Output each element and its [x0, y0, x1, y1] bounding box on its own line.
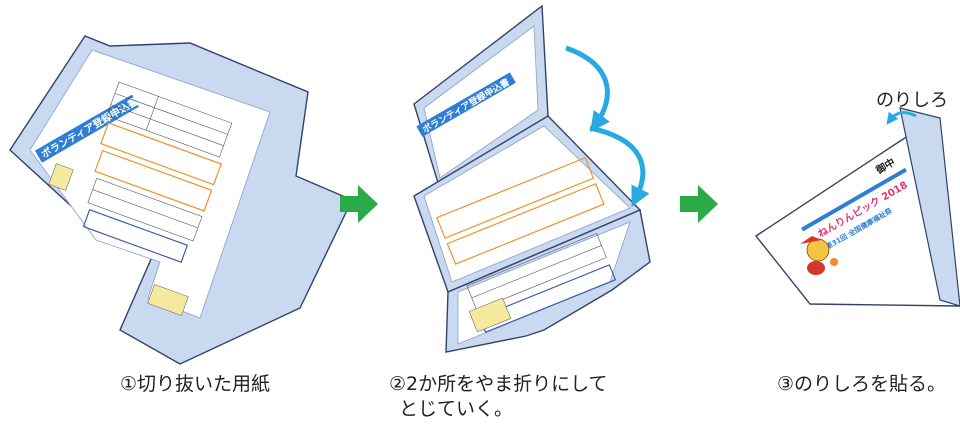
mascot-illustration — [800, 236, 838, 275]
step2-folding-paper: ボランティア登録申込書 — [413, 4, 651, 353]
step1-caption: ①切り抜いた用紙 — [120, 372, 270, 397]
step3-caption-text: ③のりしろを貼る。 — [777, 373, 947, 395]
step1-caption-text: ①切り抜いた用紙 — [120, 373, 271, 395]
glue-flap-label: のりしろ — [876, 90, 948, 111]
step3-envelope: ねんりんピック 2018 第31回 全国健康福祉祭 御中 — [754, 107, 960, 307]
fold-arrow-1 — [565, 45, 610, 133]
envelope-body — [754, 122, 960, 307]
glue-flap-pointer-arrow — [886, 111, 917, 125]
glue-flap — [899, 107, 960, 307]
step2-caption-line1: ②2か所をやま折りにして — [389, 373, 608, 395]
fold-arrow-2 — [589, 125, 650, 207]
step3-caption: ③のりしろを貼る。 — [777, 372, 946, 397]
step1-cut-paper: ボランティア登録申込書 — [9, 35, 353, 365]
step2-caption-line2: とじていく。 — [399, 398, 514, 420]
next-step-arrow-1 — [340, 185, 378, 223]
step2-caption: ②2か所をやま折りにして とじていく。 — [389, 372, 608, 422]
next-step-arrow-2 — [680, 185, 718, 223]
